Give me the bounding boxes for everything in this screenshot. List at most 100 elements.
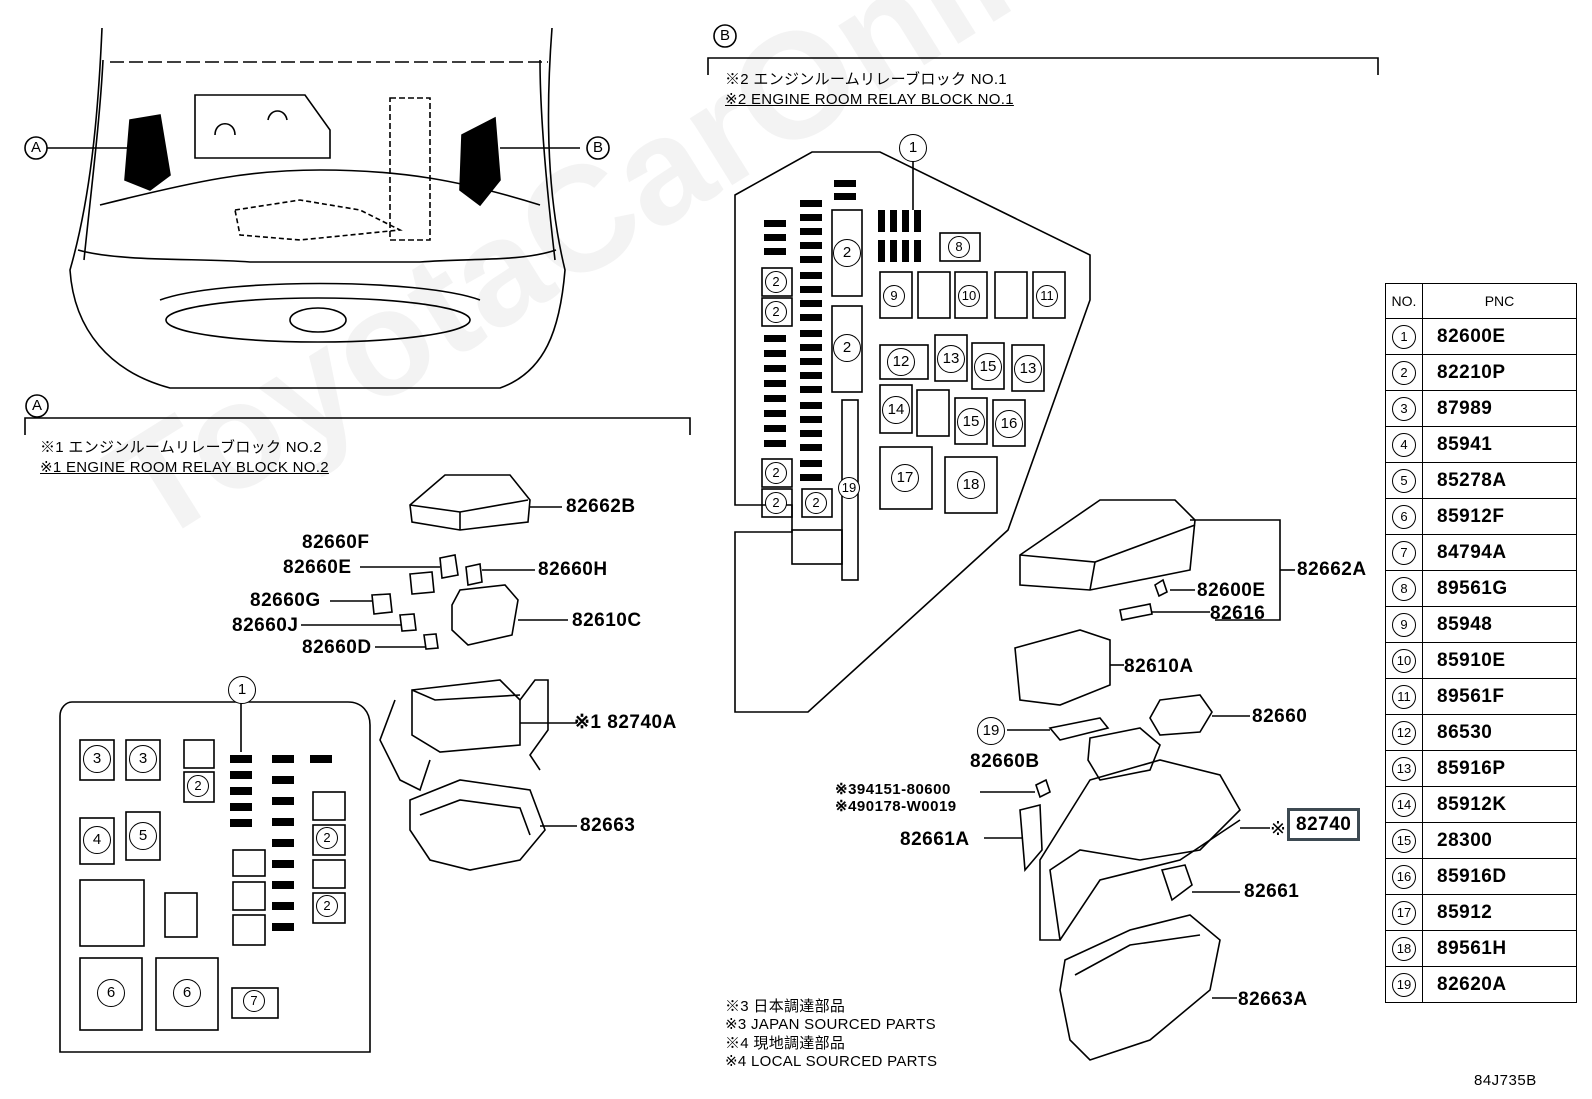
part-label[interactable]: 82661 <box>1244 881 1300 902</box>
pnc-cell[interactable]: 85278A <box>1422 462 1577 499</box>
layout-circle: 6 <box>97 979 125 1007</box>
part-label[interactable]: 82663 <box>580 815 636 836</box>
overview-marker-a: A <box>31 139 42 156</box>
layout-circle: 2 <box>765 492 787 514</box>
part-label[interactable]: 82663A <box>1238 989 1308 1010</box>
section-b-note-en: ※2 ENGINE ROOM RELAY BLOCK NO.1 <box>725 91 1014 108</box>
part-label[interactable]: 82662A <box>1297 559 1367 580</box>
footnote: ※3 日本調達部品 <box>725 998 846 1015</box>
pnc-cell[interactable]: 89561F <box>1422 678 1577 715</box>
section-b-divider <box>707 57 1379 75</box>
pnc-cell[interactable]: 82600E <box>1422 318 1577 355</box>
layout-circle: 2 <box>765 271 787 293</box>
row-number-cell: 8 <box>1385 570 1423 607</box>
pnc-cell[interactable]: 28300 <box>1422 822 1577 859</box>
pnc-cell[interactable]: 85941 <box>1422 426 1577 463</box>
pnc-cell[interactable]: 84794A <box>1422 534 1577 571</box>
pnc-cell[interactable]: 85916D <box>1422 858 1577 895</box>
pnc-cell[interactable]: 82620A <box>1422 966 1577 1003</box>
relay-block-no2-layout <box>59 690 371 1053</box>
pnc-cell[interactable]: 85912F <box>1422 498 1577 535</box>
part-label[interactable]: 82660F <box>302 532 370 553</box>
row-number: 6 <box>1392 504 1416 529</box>
part-label[interactable]: 82610A <box>1124 656 1194 677</box>
part-label[interactable]: 82600E <box>1197 580 1266 601</box>
part-label-highlighted[interactable]: 82740 <box>1287 808 1361 841</box>
layout-circle: 15 <box>957 408 985 436</box>
part-label[interactable]: 82616 <box>1210 603 1266 624</box>
row-number-cell: 11 <box>1385 678 1423 715</box>
part-label[interactable]: 82660J <box>232 615 299 636</box>
pnc-cell[interactable]: 82210P <box>1422 354 1577 391</box>
part-label[interactable]: 82660H <box>538 559 608 580</box>
pnc-cell[interactable]: 85948 <box>1422 606 1577 643</box>
part-label[interactable]: 82660 <box>1252 706 1308 727</box>
part-label[interactable]: 82662B <box>566 496 636 517</box>
footnote: ※3 JAPAN SOURCED PARTS <box>725 1016 936 1033</box>
layout-circle: 12 <box>887 348 915 376</box>
callout-circle: 1 <box>899 134 927 162</box>
row-number-cell: 17 <box>1385 894 1423 931</box>
layout-circle: 2 <box>833 334 861 362</box>
section-a-note-en: ※1 ENGINE ROOM RELAY BLOCK NO.2 <box>40 459 329 476</box>
pnc-cell[interactable]: 85910E <box>1422 642 1577 679</box>
layout-circle: 16 <box>995 410 1023 438</box>
part-label[interactable]: 82660E <box>283 557 352 578</box>
row-number: 15 <box>1392 828 1416 853</box>
pnc-cell[interactable]: 89561G <box>1422 570 1577 607</box>
layout-circle: 3 <box>129 745 157 773</box>
callout-circle: 19 <box>977 717 1005 745</box>
row-number-cell: 1 <box>1385 318 1423 355</box>
part-label: ※ <box>1270 819 1287 840</box>
pnc-cell[interactable]: 85912 <box>1422 894 1577 931</box>
pnc-cell[interactable]: 87989 <box>1422 390 1577 427</box>
footnote: ※4 現地調達部品 <box>725 1035 846 1052</box>
pnc-cell[interactable]: 85916P <box>1422 750 1577 787</box>
layout-circle: 2 <box>765 462 787 484</box>
overview-marker-b: B <box>593 139 604 156</box>
row-number-cell: 19 <box>1385 966 1423 1003</box>
layout-circle: 3 <box>83 745 111 773</box>
document-code: 84J735B <box>1474 1072 1537 1089</box>
pnc-cell[interactable]: 85912K <box>1422 786 1577 823</box>
layout-circle: 15 <box>974 353 1002 381</box>
part-label[interactable]: 82610C <box>572 610 642 631</box>
pnc-cell[interactable]: 89561H <box>1422 930 1577 967</box>
part-label[interactable]: 82660B <box>970 751 1040 772</box>
layout-circle: 2 <box>316 827 338 849</box>
part-label[interactable]: 82660D <box>302 637 372 658</box>
part-label[interactable]: 82661A <box>900 829 970 850</box>
part-label[interactable]: ※490178-W0019 <box>835 798 957 815</box>
layout-circle: 2 <box>805 492 827 514</box>
part-label[interactable]: ※394151-80600 <box>835 781 951 798</box>
pnc-cell[interactable]: 86530 <box>1422 714 1577 751</box>
row-number: 14 <box>1392 792 1416 817</box>
row-number-cell: 18 <box>1385 930 1423 967</box>
footnote: ※4 LOCAL SOURCED PARTS <box>725 1053 938 1070</box>
part-label[interactable]: ※1 82740A <box>574 712 677 733</box>
row-number-cell: 5 <box>1385 462 1423 499</box>
row-number: 18 <box>1392 936 1416 961</box>
part-label[interactable]: 82660G <box>250 590 321 611</box>
row-number: 3 <box>1392 396 1416 421</box>
layout-circle: 5 <box>129 822 157 850</box>
